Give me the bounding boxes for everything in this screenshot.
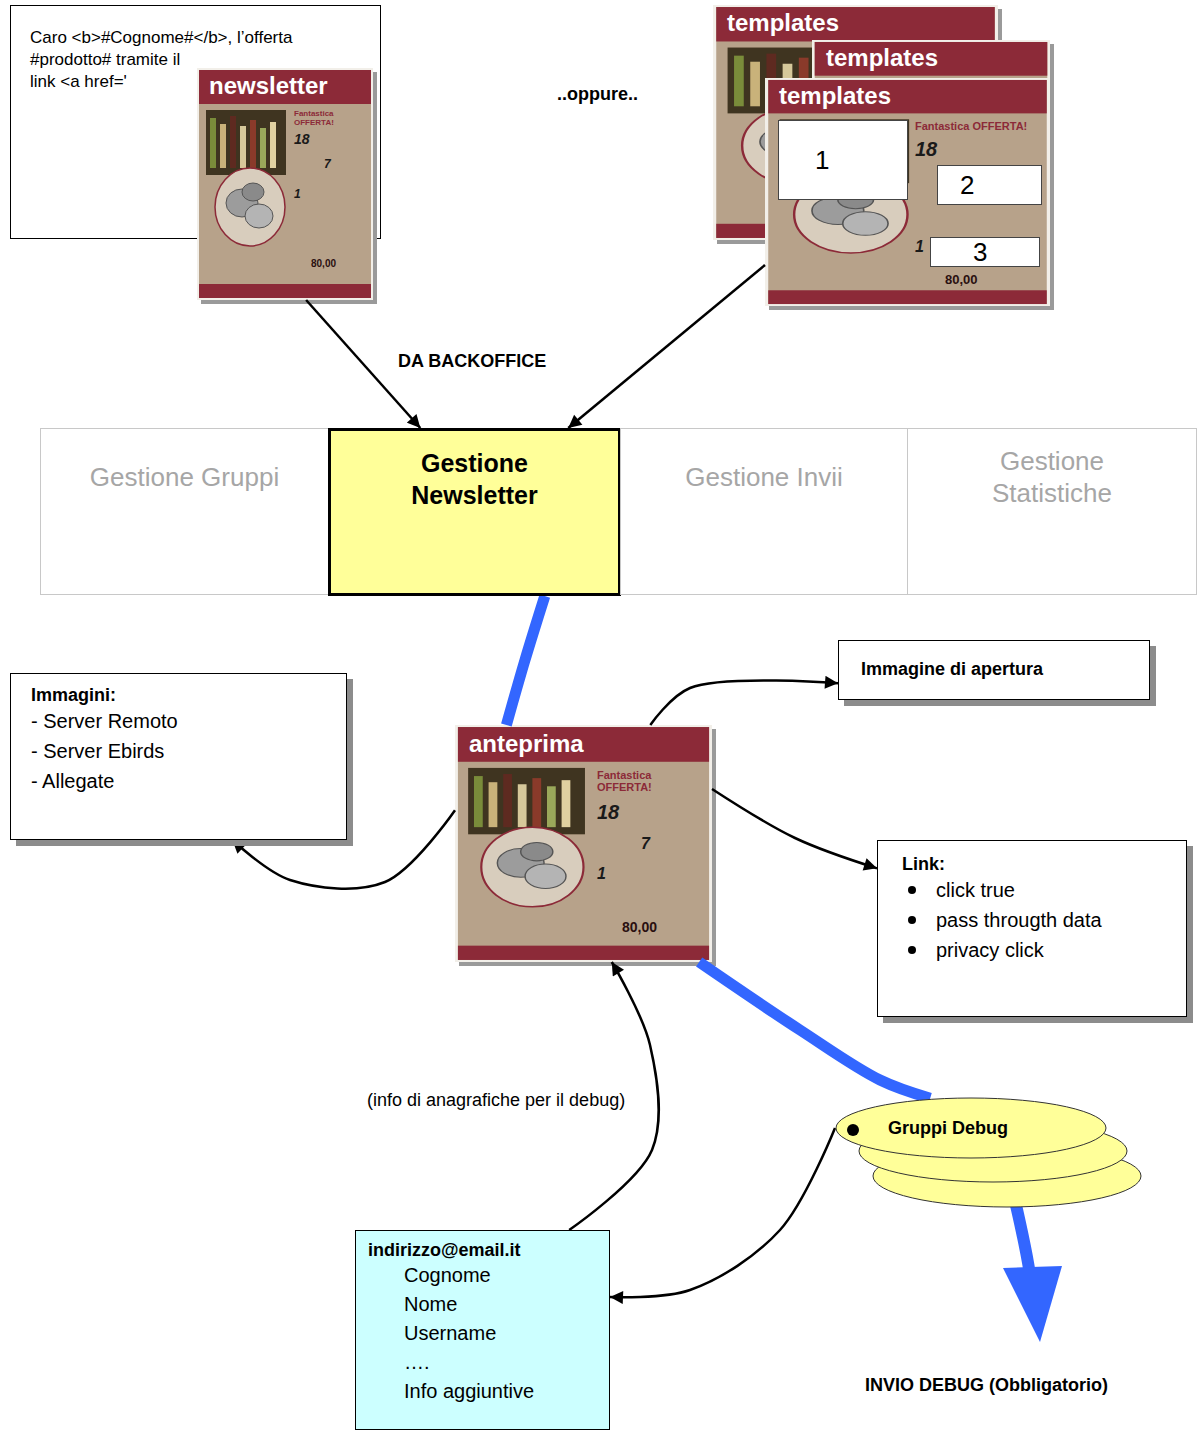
menu-tab: Gestione Gruppi — [40, 428, 329, 595]
offer-number: 7 — [324, 158, 331, 171]
template-card: templatesFantastica OFFERTA! 18 1 80,00 1 2 3 — [765, 78, 1050, 306]
preview-card: anteprimaFantastica OFFERTA! 18 7 1 80,00 — [455, 725, 712, 962]
offer-text: Fantastica OFFERTA! — [597, 769, 707, 793]
list-item: Cognome — [368, 1261, 599, 1290]
group-label: Gruppi Debug — [888, 1118, 1008, 1139]
offer-number: 1 — [597, 865, 606, 883]
card-title: anteprima — [469, 731, 584, 757]
offer-number: 1 — [294, 188, 301, 201]
offer-text: Fantastica OFFERTA! — [294, 110, 369, 128]
card-title: templates — [727, 10, 839, 36]
template-slot: 3 — [930, 237, 1040, 267]
list-item: - Allegate — [31, 766, 336, 796]
slot-number: 3 — [973, 238, 987, 267]
flow-label: INVIO DEBUG (Obbligatorio) — [865, 1375, 1108, 1396]
list-item: pass througth data — [902, 905, 1176, 935]
price-text: 80,00 — [311, 258, 336, 269]
menu-tab: Gestione Statistiche — [907, 428, 1197, 595]
offer-text: Fantastica OFFERTA! — [915, 120, 1047, 132]
tab-label: Gestione Invii — [621, 461, 907, 494]
template-slot: 1 — [778, 120, 908, 200]
list-item: Info aggiuntive — [368, 1377, 599, 1406]
list-item: …. — [368, 1348, 599, 1377]
offer-number: 7 — [641, 835, 650, 853]
template-slot: 2 — [937, 165, 1042, 205]
card-title: templates — [826, 45, 938, 71]
arrow-connector — [650, 681, 838, 725]
list-item: click true — [902, 875, 1176, 905]
list-item: Nome — [368, 1290, 599, 1319]
offer-number: 18 — [915, 138, 937, 160]
list-item: Username — [368, 1319, 599, 1348]
card-title: newsletter — [209, 73, 328, 99]
flow-path — [506, 596, 544, 725]
card-title: templates — [779, 83, 891, 109]
price-text: 80,00 — [945, 273, 978, 287]
feature-box: Immagini:- Server Remoto- Server Ebirds-… — [10, 673, 347, 840]
offer-number: 1 — [915, 238, 924, 256]
note-text: (info di anagrafiche per il debug) — [367, 1087, 630, 1113]
offer-number: 18 — [294, 132, 310, 147]
menu-tab-active: Gestione Newsletter — [328, 428, 621, 596]
ellipse-shape — [836, 1098, 1106, 1158]
box-heading: Immagini: — [31, 684, 336, 706]
feature-box: Immagine di apertura — [838, 640, 1150, 700]
newsletter-card-art — [198, 69, 372, 299]
note-text: ..oppure.. — [557, 84, 638, 105]
flow-arrow-head — [1003, 1266, 1062, 1342]
template-card-art — [767, 79, 1049, 305]
tab-label: Gestione Newsletter — [331, 447, 618, 512]
tab-label: Gestione Statistiche — [908, 445, 1196, 510]
group-ellipse: Gruppi Debug — [835, 1097, 1107, 1159]
preview-card-art — [456, 726, 710, 961]
box-heading: indirizzo@email.it — [368, 1239, 599, 1261]
address-record: indirizzo@email.itCognomeNomeUsername….I… — [355, 1230, 610, 1430]
tab-label: Gestione Gruppi — [41, 461, 328, 494]
slot-number: 1 — [815, 146, 829, 175]
flow-label: DA BACKOFFICE — [398, 351, 546, 372]
newsletter-card: newsletterFantastica OFFERTA! 18 7 1 80,00 — [197, 68, 373, 300]
offer-number: 18 — [597, 801, 619, 823]
menu-tab: Gestione Invii — [620, 428, 908, 595]
connector-dot — [847, 1124, 859, 1136]
arrow-connector — [712, 789, 877, 868]
list-item: - Server Ebirds — [31, 736, 336, 766]
arrow-connector — [610, 1128, 835, 1297]
list-item: privacy click — [902, 935, 1176, 965]
box-heading: Immagine di apertura — [861, 658, 1139, 680]
price-text: 80,00 — [622, 920, 657, 935]
box-heading: Link: — [902, 853, 1176, 875]
slot-number: 2 — [960, 171, 974, 200]
feature-box: Link:click truepass througth dataprivacy… — [877, 840, 1187, 1017]
arrow-connector — [568, 265, 765, 428]
list-item: - Server Remoto — [31, 706, 336, 736]
